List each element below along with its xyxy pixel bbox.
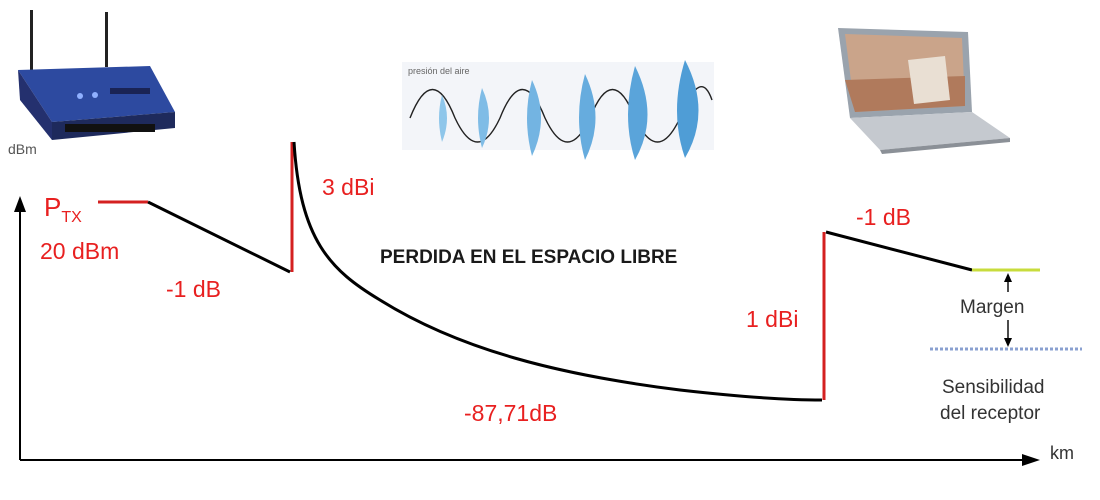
- sensitivity-label-line1: Sensibilidad: [942, 377, 1045, 398]
- sensitivity-label-line2: del receptor: [940, 403, 1041, 424]
- rx-antenna-gain-label: 1 dBi: [746, 306, 799, 332]
- rx-cable-loss-line: [825, 230, 973, 272]
- tx-antenna-gain-label: 3 dBi: [322, 174, 375, 200]
- laptop-icon: [838, 28, 1010, 154]
- axis-y-label: dBm: [8, 141, 37, 157]
- tx-power-value: 20 dBm: [40, 238, 120, 264]
- free-space-loss-curve: [292, 141, 823, 402]
- router-icon: [6, 10, 175, 152]
- signal-profile: [98, 141, 1082, 402]
- tx-cable-loss-label: -1 dB: [166, 276, 221, 302]
- tx-cable-loss-line: [147, 200, 291, 274]
- ptx-label: PTX: [44, 194, 82, 226]
- sound-wave-icon: [402, 60, 714, 160]
- free-space-title: PERDIDA EN EL ESPACIO LIBRE: [380, 247, 678, 268]
- free-space-loss-label: -87,71dB: [464, 400, 558, 426]
- axes: [14, 196, 1040, 466]
- margin-arrows: [1004, 273, 1012, 347]
- rx-cable-loss-label: -1 dB: [856, 204, 911, 230]
- ptx-subscript: TX: [61, 209, 82, 227]
- margin-label: Margen: [960, 297, 1025, 318]
- axis-x-label: km: [1050, 443, 1074, 463]
- ptx-main: P: [44, 192, 62, 222]
- wave-caption: presión del aire: [408, 66, 470, 76]
